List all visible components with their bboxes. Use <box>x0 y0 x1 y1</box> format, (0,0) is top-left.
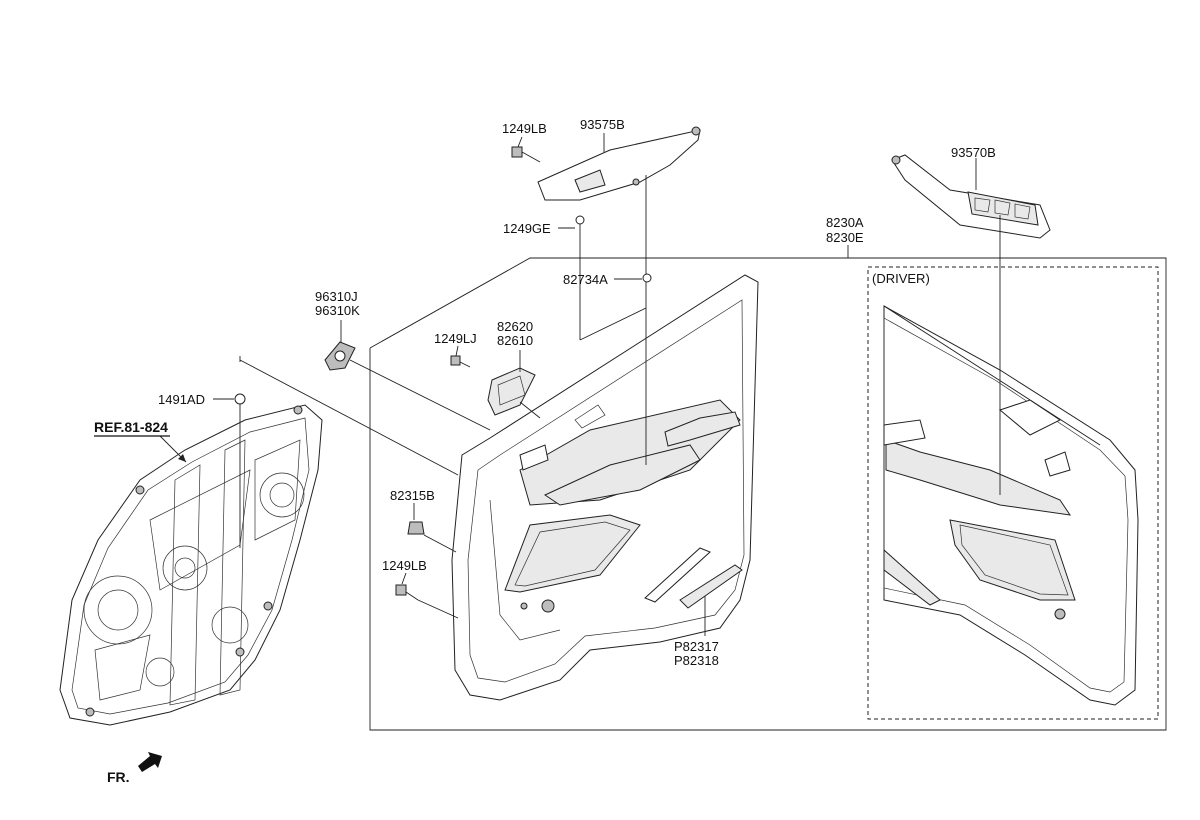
leader-module-to-trim <box>239 359 459 476</box>
door-trim-panel <box>451 274 759 701</box>
window-switch-93570b <box>891 154 1051 239</box>
label-fr: FR. <box>107 769 130 785</box>
tweeter-96310 <box>324 341 356 371</box>
label-p82318[interactable]: P82318 <box>674 653 719 668</box>
clip-82734a <box>642 273 652 283</box>
leader-1249lb-top <box>517 136 523 148</box>
assembly-bracket-outline <box>369 257 1167 731</box>
leader-82315b-diag <box>423 534 457 553</box>
leader-96310-diag <box>349 359 491 431</box>
label-82620[interactable]: 82620 <box>497 319 533 334</box>
driver-door-trim <box>883 305 1139 706</box>
label-82610[interactable]: 82610 <box>497 333 533 348</box>
label-1249ge[interactable]: 1249GE <box>503 221 551 236</box>
clip-1491ad <box>234 393 246 548</box>
screw-1249lb-top <box>511 146 541 163</box>
label-1249lj[interactable]: 1249LJ <box>434 331 477 346</box>
leader-1249lb-bottom <box>401 572 407 585</box>
label-82734a[interactable]: 82734A <box>563 272 608 287</box>
clip-82315b <box>407 521 425 535</box>
leader-1249lb-bottom-diag <box>417 599 459 619</box>
label-93570b[interactable]: 93570B <box>951 145 996 160</box>
leader-82620-diag <box>519 401 541 419</box>
label-driver: (DRIVER) <box>872 271 930 286</box>
pull-handle-insert <box>679 564 743 609</box>
switch-bezel-93575b <box>537 126 701 201</box>
label-ref[interactable]: REF.81-824 <box>94 419 168 435</box>
label-96310k[interactable]: 96310K <box>315 303 360 318</box>
ref-arrowhead <box>178 454 186 462</box>
label-82315b[interactable]: 82315B <box>390 488 435 503</box>
label-96310j[interactable]: 96310J <box>315 289 358 304</box>
door-module-carrier <box>59 404 323 726</box>
label-1249lb-top[interactable]: 1249LB <box>502 121 547 136</box>
screw-1249lb-bottom <box>395 584 419 601</box>
leader-1249lj <box>455 345 459 357</box>
label-93575b[interactable]: 93575B <box>580 117 625 132</box>
label-8230a[interactable]: 8230A <box>826 215 864 230</box>
label-1491ad[interactable]: 1491AD <box>158 392 205 407</box>
leader-1249ge-diag <box>579 307 647 341</box>
label-1249lb-bottom[interactable]: 1249LB <box>382 558 427 573</box>
label-8230e[interactable]: 8230E <box>826 230 864 245</box>
screw-1249lj <box>450 355 471 368</box>
label-p82317[interactable]: P82317 <box>674 639 719 654</box>
screw-1249ge <box>575 215 585 236</box>
front-direction-arrow-icon <box>138 752 162 772</box>
